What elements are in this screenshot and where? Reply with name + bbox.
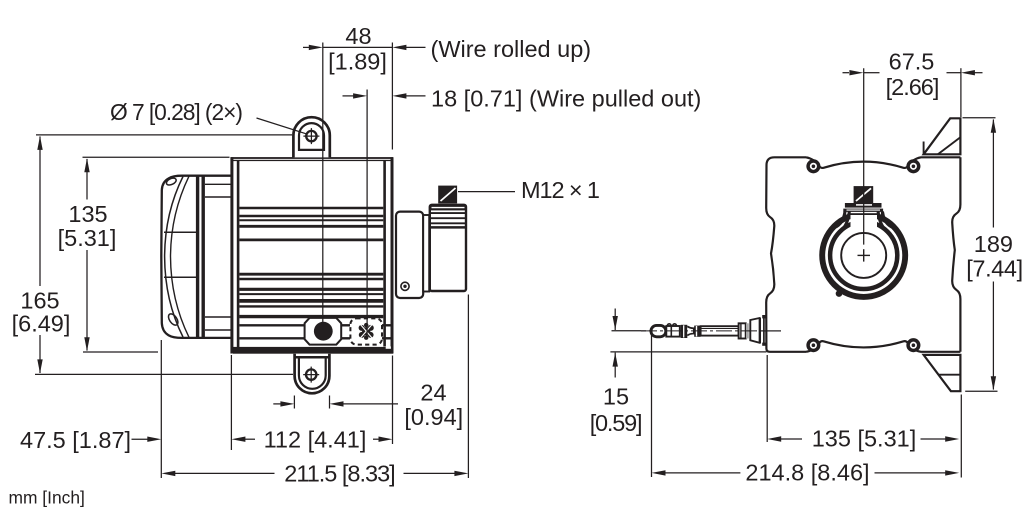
svg-text:Ø 7 [0.28] (2×): Ø 7 [0.28] (2×) [110, 99, 242, 125]
svg-text:18 [0.71] (Wire pulled out): 18 [0.71] (Wire pulled out) [431, 85, 701, 111]
svg-text:[6.49]: [6.49] [12, 311, 71, 337]
svg-text:mm [Inch]: mm [Inch] [9, 488, 85, 508]
svg-text:165: 165 [20, 287, 59, 313]
svg-text:[0.94]: [0.94] [404, 404, 463, 430]
svg-text:211.5 [8.33]: 211.5 [8.33] [284, 460, 394, 486]
svg-text:[7.44]: [7.44] [966, 256, 1022, 282]
svg-text:15: 15 [603, 384, 629, 410]
svg-text:[5.31]: [5.31] [58, 225, 117, 251]
svg-text:[1.89]: [1.89] [328, 48, 387, 74]
svg-text:M12 × 1: M12 × 1 [521, 177, 599, 203]
svg-text:47.5 [1.87]: 47.5 [1.87] [20, 427, 131, 453]
svg-text:135: 135 [68, 201, 107, 227]
svg-text:(Wire rolled up): (Wire rolled up) [431, 36, 592, 62]
svg-text:112 [4.41]: 112 [4.41] [264, 426, 367, 452]
svg-text:67.5: 67.5 [889, 48, 935, 74]
svg-text:48: 48 [345, 23, 371, 49]
svg-text:[0.59]: [0.59] [590, 410, 642, 436]
svg-text:189: 189 [974, 231, 1013, 257]
svg-text:24: 24 [420, 380, 446, 406]
svg-text:[2.66]: [2.66] [886, 74, 939, 100]
svg-text:135 [5.31]: 135 [5.31] [812, 426, 917, 452]
svg-text:214.8 [8.46]: 214.8 [8.46] [745, 460, 869, 486]
